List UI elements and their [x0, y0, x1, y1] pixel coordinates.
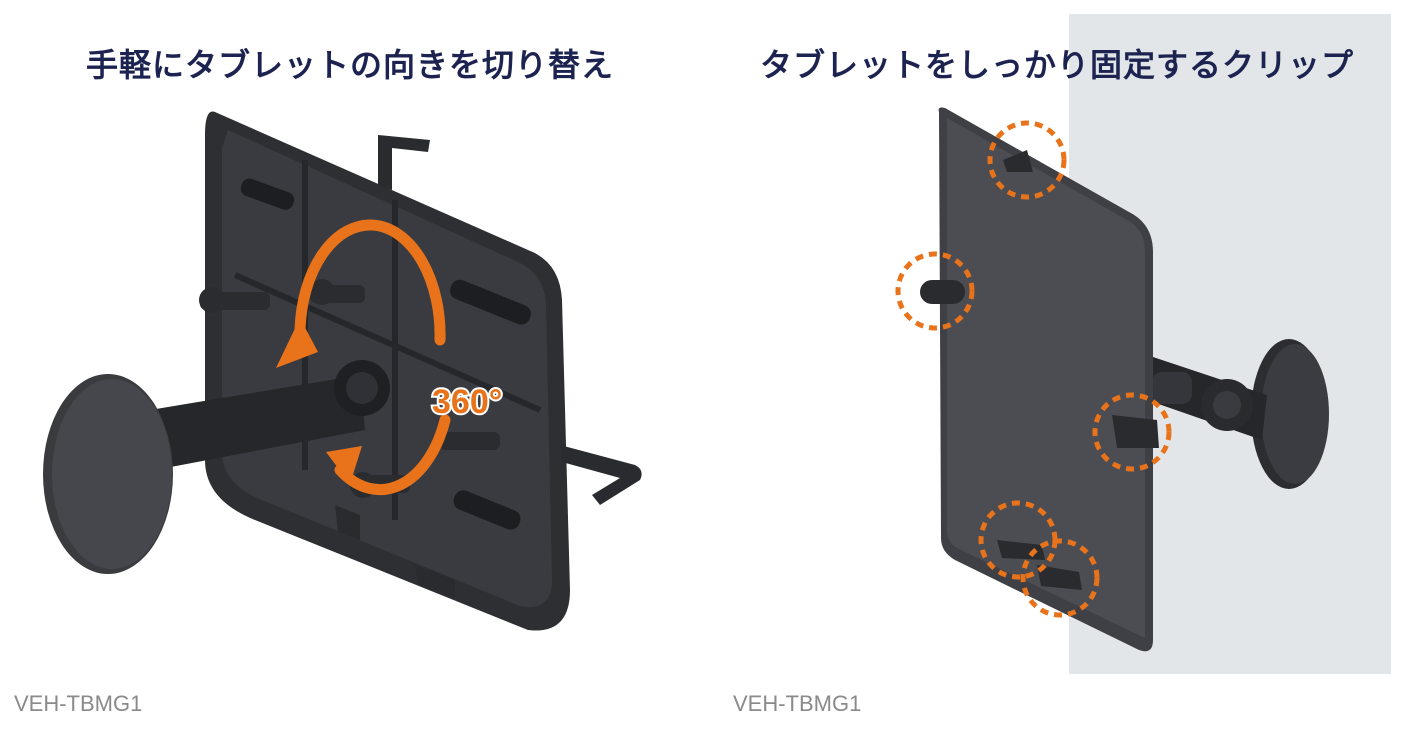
model-number: VEH-TBMG1 — [733, 691, 862, 716]
wall-magnet-mount — [1147, 339, 1329, 489]
adjustment-knobs — [199, 279, 500, 498]
right-clip — [560, 445, 642, 505]
rotation-badge: 360° — [432, 383, 502, 421]
bottom-clip — [335, 505, 360, 540]
rotation-feature-panel: 手軽にタブレットの向きを切り替え — [0, 0, 700, 737]
rotation-arrow-icon — [276, 219, 451, 496]
magnetic-arm — [43, 360, 390, 574]
clip-highlight-circle-icon — [895, 120, 1172, 618]
tablet-holder-rotation-photo: 360° — [43, 111, 642, 631]
bottom-clip — [415, 565, 455, 598]
clip-feature-panel: タブレットをしっかり固定するクリップ VEH-TBMG1 — [707, 0, 1407, 737]
tablet-clip-photo — [895, 14, 1391, 674]
rotation-heading: 手軽にタブレットの向きを切り替え — [85, 46, 614, 84]
model-number: VEH-TBMG1 — [14, 691, 143, 716]
top-clip — [378, 135, 430, 190]
clip-heading: タブレットをしっかり固定するクリップ — [759, 46, 1354, 84]
tablet-clips — [920, 150, 1159, 590]
bracket-plate — [205, 111, 570, 631]
